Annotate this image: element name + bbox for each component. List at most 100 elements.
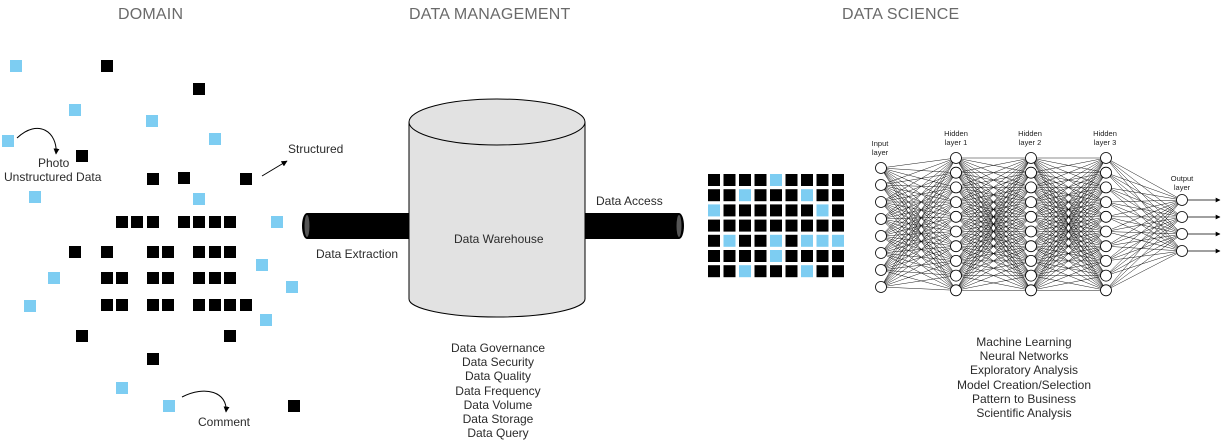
structured-square — [240, 173, 252, 185]
management-item: Data Governance — [450, 341, 546, 355]
grid-cell — [739, 234, 751, 247]
nn-connection — [1105, 199, 1183, 291]
nn-connection — [1105, 216, 1183, 276]
nn-connection — [955, 157, 1032, 291]
grid-cell — [754, 189, 767, 202]
data-extraction-label: Data Extraction — [316, 247, 399, 261]
nn-connection — [1105, 199, 1183, 218]
nn-node — [950, 210, 962, 223]
unstructured-square — [209, 133, 221, 145]
nn-connection — [880, 167, 957, 232]
structured-square — [162, 246, 174, 258]
grid-cell — [739, 174, 751, 186]
nn-connection — [1105, 201, 1183, 252]
nn-connection — [880, 157, 957, 203]
nn-node — [1100, 225, 1112, 238]
grid-cell — [708, 234, 720, 247]
nn-node — [950, 225, 962, 238]
nn-connection — [880, 235, 957, 247]
nn-connection — [880, 218, 957, 247]
science-item: Scientific Analysis — [976, 406, 1072, 421]
domain-data-squares — [2, 60, 300, 412]
nn-connection — [955, 157, 1032, 247]
nn-node — [950, 284, 962, 297]
science-item: Pattern to Business — [971, 391, 1077, 406]
nn-connection — [1105, 216, 1183, 235]
grid-cell — [723, 265, 736, 278]
nn-connection — [1105, 157, 1183, 201]
nn-connection — [880, 235, 957, 276]
nn-connection — [880, 184, 957, 276]
grid-cell — [708, 174, 720, 186]
grid-cell — [801, 219, 813, 232]
nn-node — [1025, 269, 1037, 282]
grid-cell — [816, 234, 829, 247]
grid-cell — [770, 265, 782, 278]
structured-label: Structured — [288, 142, 344, 156]
nn-connection — [880, 184, 957, 247]
structured-square — [147, 299, 159, 311]
nn-node — [1025, 181, 1037, 194]
nn-connection — [880, 231, 957, 254]
grid-cell — [832, 250, 844, 262]
nn-connection — [880, 252, 957, 262]
grid-cell — [801, 265, 813, 278]
nn-connection — [880, 187, 957, 254]
grid-cell — [801, 234, 813, 247]
nn-connection — [1030, 246, 1107, 291]
nn-connection — [1105, 187, 1183, 218]
hidden-layer-2-label: Hidden layer 2 — [1018, 129, 1042, 147]
nn-connection — [880, 184, 957, 218]
nn-connection — [880, 184, 957, 262]
grid-cell — [832, 189, 844, 202]
structured-square — [178, 216, 190, 228]
nn-connection — [1105, 216, 1183, 252]
management-item: Data Query — [467, 426, 529, 441]
structured-square — [116, 216, 128, 228]
unstructured-square — [24, 300, 36, 312]
nn-connection — [880, 201, 957, 237]
nn-connection — [955, 157, 1032, 188]
nn-node — [1100, 269, 1112, 282]
grid-cell — [785, 174, 798, 186]
structured-square — [193, 299, 205, 311]
nn-node — [1176, 245, 1188, 257]
nn-connection — [1030, 216, 1107, 291]
grid-cell — [708, 250, 720, 262]
comment-label: Comment — [198, 415, 251, 429]
management-item: Data Volume — [463, 397, 533, 412]
grid-cell — [832, 234, 844, 247]
nn-node — [950, 269, 962, 282]
nn-connection — [880, 167, 957, 188]
nn-connection — [955, 246, 1032, 291]
nn-node — [950, 181, 962, 194]
data-warehouse-cylinder — [408, 98, 586, 318]
structured-square — [178, 172, 190, 184]
nn-connection — [1105, 172, 1183, 201]
nn-connection — [880, 218, 957, 276]
nn-connection — [880, 187, 957, 203]
structured-square — [193, 83, 205, 95]
nn-connection — [880, 172, 957, 271]
nn-connection — [955, 157, 1032, 232]
nn-node — [1100, 284, 1112, 297]
unstructured-square — [260, 314, 272, 326]
nn-connection — [1105, 233, 1183, 291]
grid-cell — [785, 204, 798, 217]
hidden-layer-3-label: Hidden layer 3 — [1093, 129, 1117, 147]
data-science-list: Machine Learning Neural Networks Explora… — [944, 335, 1104, 420]
data-warehouse-label: Data Warehouse — [454, 232, 544, 246]
structured-square — [101, 246, 113, 258]
grid-cell — [739, 189, 751, 202]
structured-square — [162, 299, 174, 311]
nn-node — [1025, 225, 1037, 238]
nn-node — [875, 281, 887, 293]
grid-cell — [816, 204, 829, 217]
nn-connection — [1105, 199, 1183, 262]
nn-connection — [880, 187, 957, 237]
nn-connection — [1030, 275, 1107, 291]
nn-node — [1100, 240, 1112, 253]
nn-connection — [880, 201, 957, 232]
grid-cell — [785, 189, 798, 202]
